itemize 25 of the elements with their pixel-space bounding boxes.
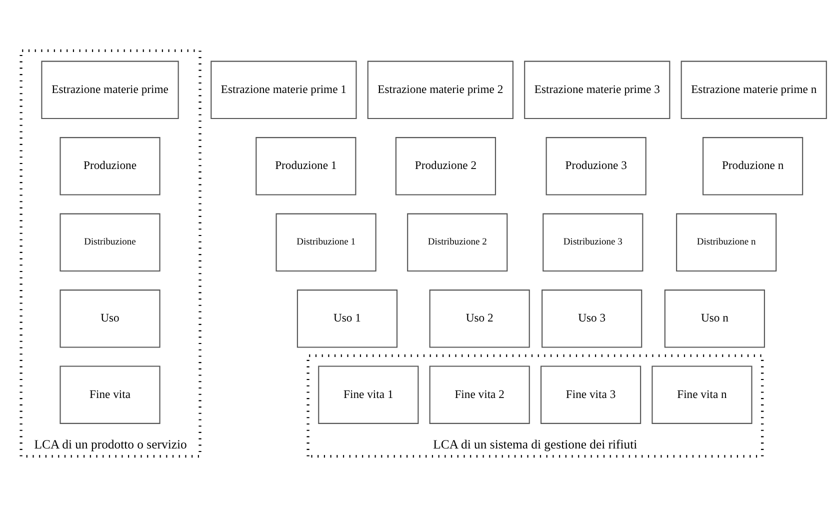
node-box: Uso 2 [429,289,530,348]
node-box: Fine vita n [652,365,752,424]
node-box: Fine vita [60,365,160,424]
node-box: Fine vita 2 [429,365,530,424]
node-box: Estrazione materie prime 1 [210,60,357,118]
node-box: Distribuzione [60,212,160,271]
node-box: Uso n [664,289,765,348]
node-box: Uso 1 [296,289,398,348]
node-box: Fine vita 1 [318,365,419,424]
node-box: Estrazione materie prime n [680,60,827,118]
node-box: Uso [60,289,160,348]
node-box: Produzione 2 [395,136,496,195]
node-box: Uso 3 [542,289,642,348]
node-box: Distribuzione n [676,212,777,271]
node-box: Estrazione materie prime 3 [524,60,670,118]
node-box: Distribuzione 3 [542,212,644,271]
node-box: Produzione 1 [256,136,356,195]
node-box: Distribuzione 1 [276,212,376,271]
node-box: Distribuzione 2 [407,212,508,271]
node-box: Fine vita 3 [540,365,642,424]
node-box: Estrazione materie prime [41,60,179,118]
node-box: Produzione [60,136,160,195]
node-box: Produzione n [702,136,804,195]
node-box: Produzione 3 [546,136,646,195]
node-box: Estrazione materie prime 2 [367,60,514,118]
